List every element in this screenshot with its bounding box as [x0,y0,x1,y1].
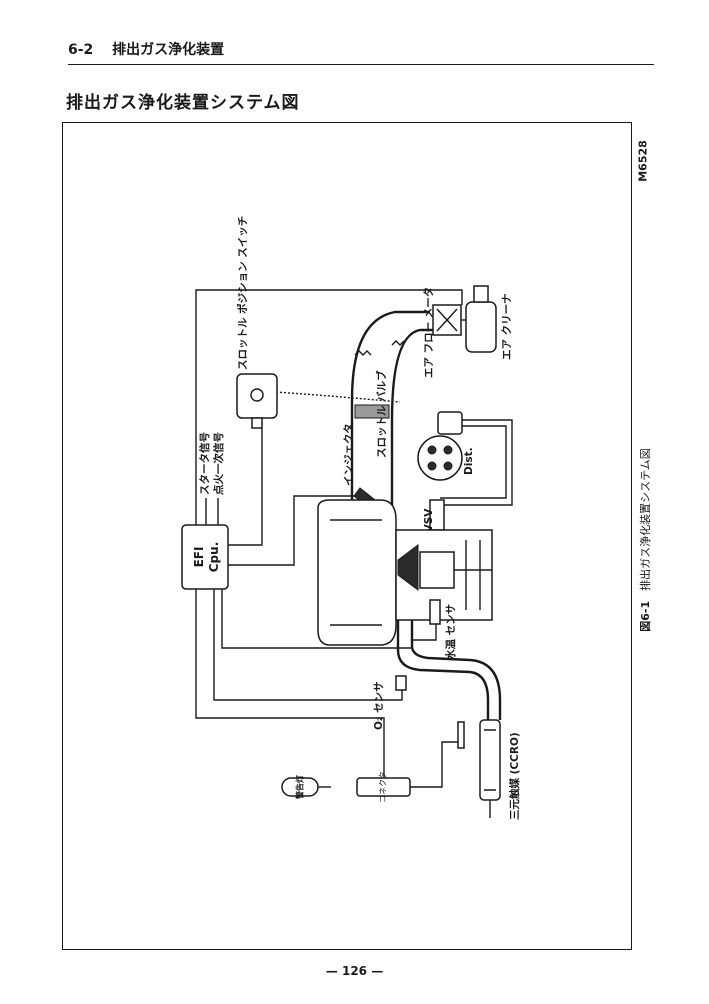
distributor-hose-2 [440,425,507,499]
throttle-position-switch [236,373,278,419]
wire-throttle-switch [228,428,263,546]
water-temp-sensor [429,599,441,625]
air-flow-meter-label: エア フロー メータ [423,287,435,378]
catalytic-converter [479,719,501,801]
distributor-terminal-4 [443,461,453,471]
throttle-switch-label: スロットル ポジション スイッチ [236,216,249,370]
air-flow-meter-vane [436,308,458,332]
running-header: 6-2 排出ガス浄化装置 [68,40,654,65]
o2-sensor-label: O₂ センサ [373,681,385,730]
water-temp-sensor-label: 水温 センサ [444,604,457,661]
exhaust-pipe-outer [396,620,490,720]
connecting-rod [454,540,492,610]
section-number: 6-2 [68,42,94,58]
wire-catalyst-temp [410,741,460,788]
air-cleaner-label: エア クリーナ [501,293,513,360]
air-cleaner [465,301,497,353]
distributor-vacuum-unit [437,411,463,435]
distributor-hose-1 [440,419,513,506]
wire-injector [228,495,365,566]
starter-signal-label: スタータ信号 [198,432,211,495]
distributor [417,435,463,481]
section-title: 排出ガス浄化装置 [112,42,225,58]
ignition-signal-label: 点火一次信号 [212,432,225,495]
figure-frame [62,122,632,950]
catalyst-label: 三元触媒 (CCRO) [508,732,521,820]
efi-cpu-box [181,524,229,590]
efi-cpu-label-1: EFI [192,547,206,568]
connector [356,777,411,797]
warning-lamp [281,777,319,797]
wire-airflow-meter [195,289,463,525]
throttle-switch-center [250,388,264,402]
combustion-chamber [397,544,419,591]
catalyst-temp-sensor [457,721,465,749]
distributor-terminal-2 [443,445,453,455]
throttle-valve-body [354,404,390,419]
throttle-valve-label: スロットル バルブ [375,370,388,458]
distributor-terminal-3 [427,461,437,471]
page-title: 排出ガス浄化装置システム図 [66,93,300,113]
page-number: — 126 — [325,964,384,978]
distributor-terminal-1 [427,445,437,455]
catalyst-flanges [484,729,496,791]
connector-label: コネクタ [379,771,388,803]
air-cleaner-inlet [473,285,489,303]
intake-duct-inner [390,328,435,520]
intake-bellows-left [354,350,372,356]
distributor-label: Dist. [463,447,475,475]
injector-label: インジェクタ [343,423,355,486]
throttle-link [275,391,401,403]
exhaust-pipe-inner [410,620,502,720]
piston [419,551,455,589]
intake-manifold [317,499,397,646]
warning-lamp-label: 警告灯 [295,775,305,800]
intake-duct-outer [350,310,430,520]
o2-sensor [395,675,407,691]
intake-manifold-ribs [330,519,382,626]
throttle-switch-connector [251,417,263,429]
efi-cpu-label-2: Cpu. [207,542,221,573]
intake-bellows-right [391,340,405,346]
wire-o2-sensor [213,589,403,701]
